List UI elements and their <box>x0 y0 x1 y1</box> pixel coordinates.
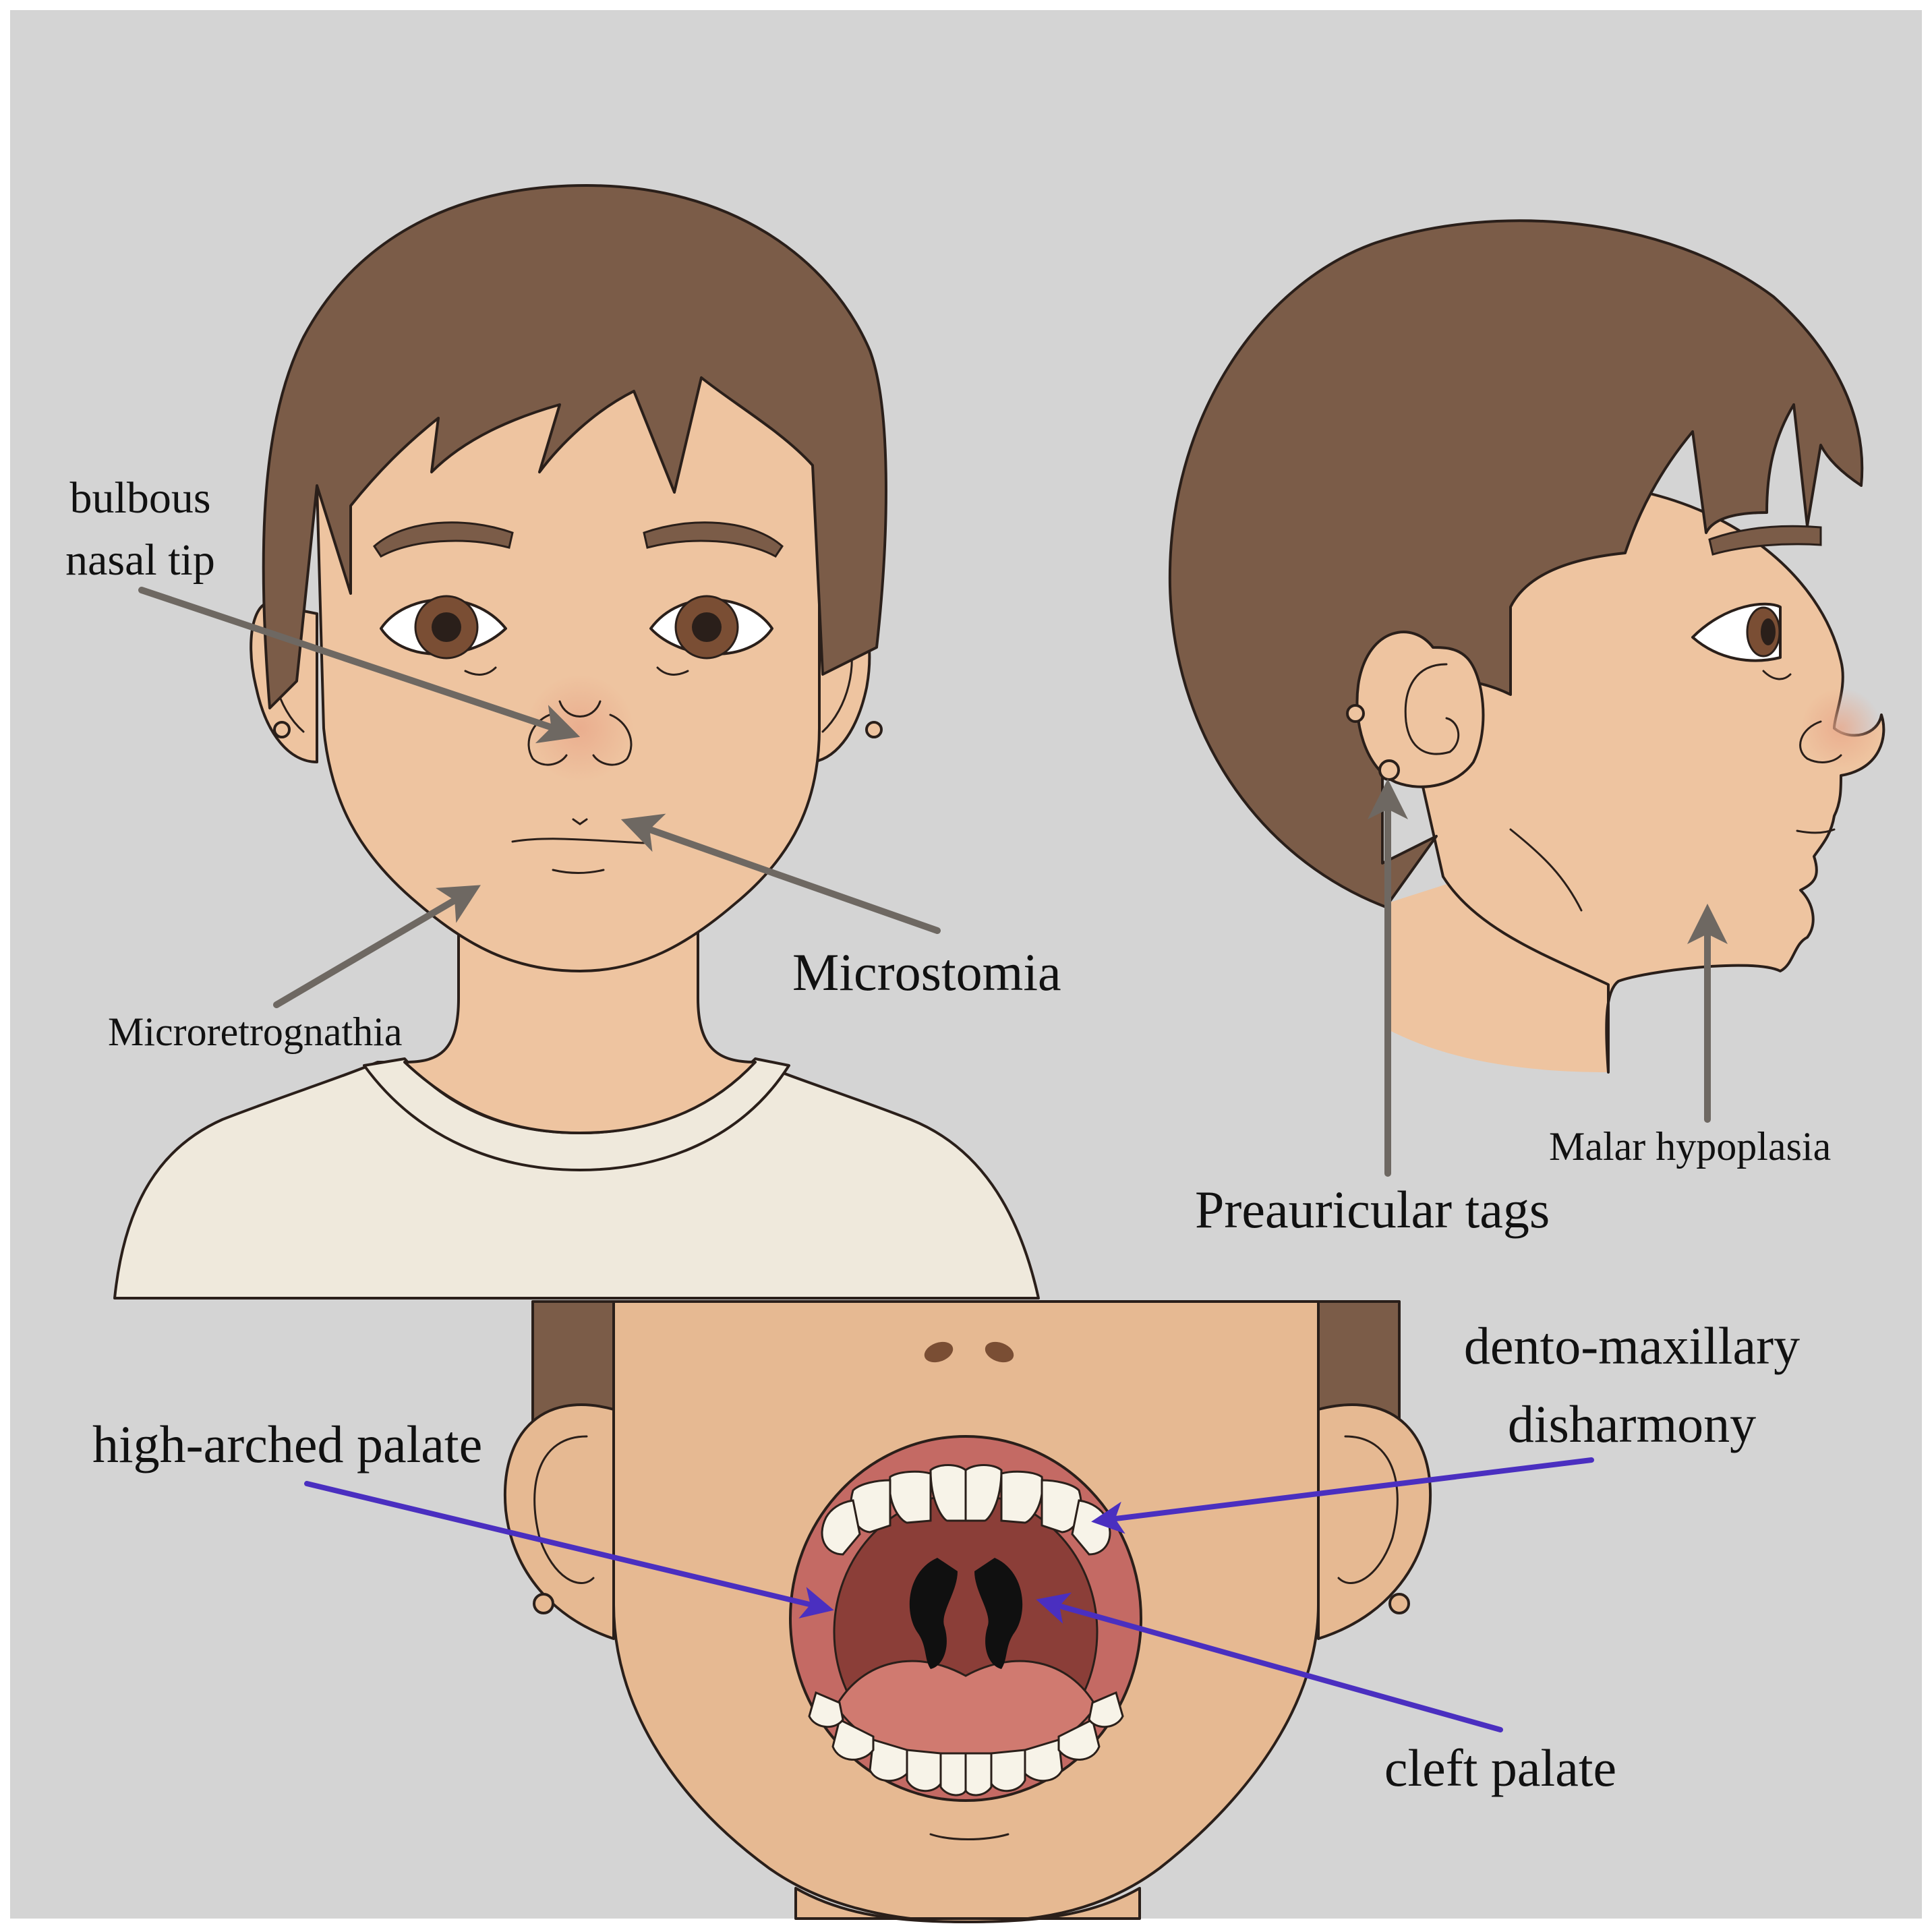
mouth-view: high-arched palate dento-maxillary disha… <box>92 1300 1800 1923</box>
microstomia-label: Microstomia <box>792 943 1061 1001</box>
front-nose-blush <box>526 674 634 782</box>
profile-neck <box>1386 877 1608 1072</box>
bulbous-nasal-tip-arrow <box>138 587 581 744</box>
mouth-right-ear <box>1317 1403 1432 1640</box>
profile-eyebrow <box>1708 525 1822 556</box>
malar-label: Malar hypoplasia <box>1549 1124 1831 1169</box>
front-right-tag <box>865 721 883 738</box>
dento-maxillary-arrow <box>1091 1457 1594 1534</box>
high-arched-palate-arrow <box>304 1481 834 1618</box>
cleft-palate-arrow <box>1036 1592 1503 1732</box>
dento-label-line2: disharmony <box>1508 1395 1756 1453</box>
profile-ear <box>1355 631 1485 788</box>
lower-teeth <box>808 1691 1124 1796</box>
high-arched-label: high-arched palate <box>92 1415 482 1473</box>
front-left-eyebrow <box>373 521 514 558</box>
profile-tag-lower <box>1378 759 1400 781</box>
cleft-right <box>974 1558 1023 1669</box>
preauricular-label: Preauricular tags <box>1195 1180 1550 1239</box>
cleft-left <box>909 1558 958 1669</box>
front-right-eyebrow <box>643 521 784 558</box>
profile-tag-upper <box>1346 704 1365 723</box>
front-hair <box>262 184 887 709</box>
front-left-tag <box>273 721 291 738</box>
microretrognathia-arrow <box>273 885 481 1008</box>
mouth-right-tag <box>1388 1593 1410 1614</box>
dento-label-line1: dento-maxillary <box>1464 1316 1800 1375</box>
bulbous-label-line2: nasal tip <box>65 535 215 585</box>
mouth-left-tag <box>533 1593 554 1614</box>
mouth-right-nostril <box>985 1341 1014 1363</box>
front-view-child: bulbous nasal tip Microstomia Microretro… <box>65 184 1061 1299</box>
microstomia-arrow <box>620 813 941 934</box>
profile-view-child: Preauricular tags Malar hypoplasia <box>1168 219 1885 1239</box>
mouth-left-nostril <box>924 1341 954 1363</box>
profile-hair <box>1168 219 1864 908</box>
front-neck <box>403 923 757 1134</box>
cleft-palate-label: cleft palate <box>1384 1739 1616 1797</box>
mouth-left-ear <box>503 1403 615 1640</box>
microretrognathia-label: Microretrognathia <box>108 1010 403 1054</box>
bulbous-label-line1: bulbous <box>69 473 210 523</box>
mouth-neck <box>794 1887 1141 1923</box>
